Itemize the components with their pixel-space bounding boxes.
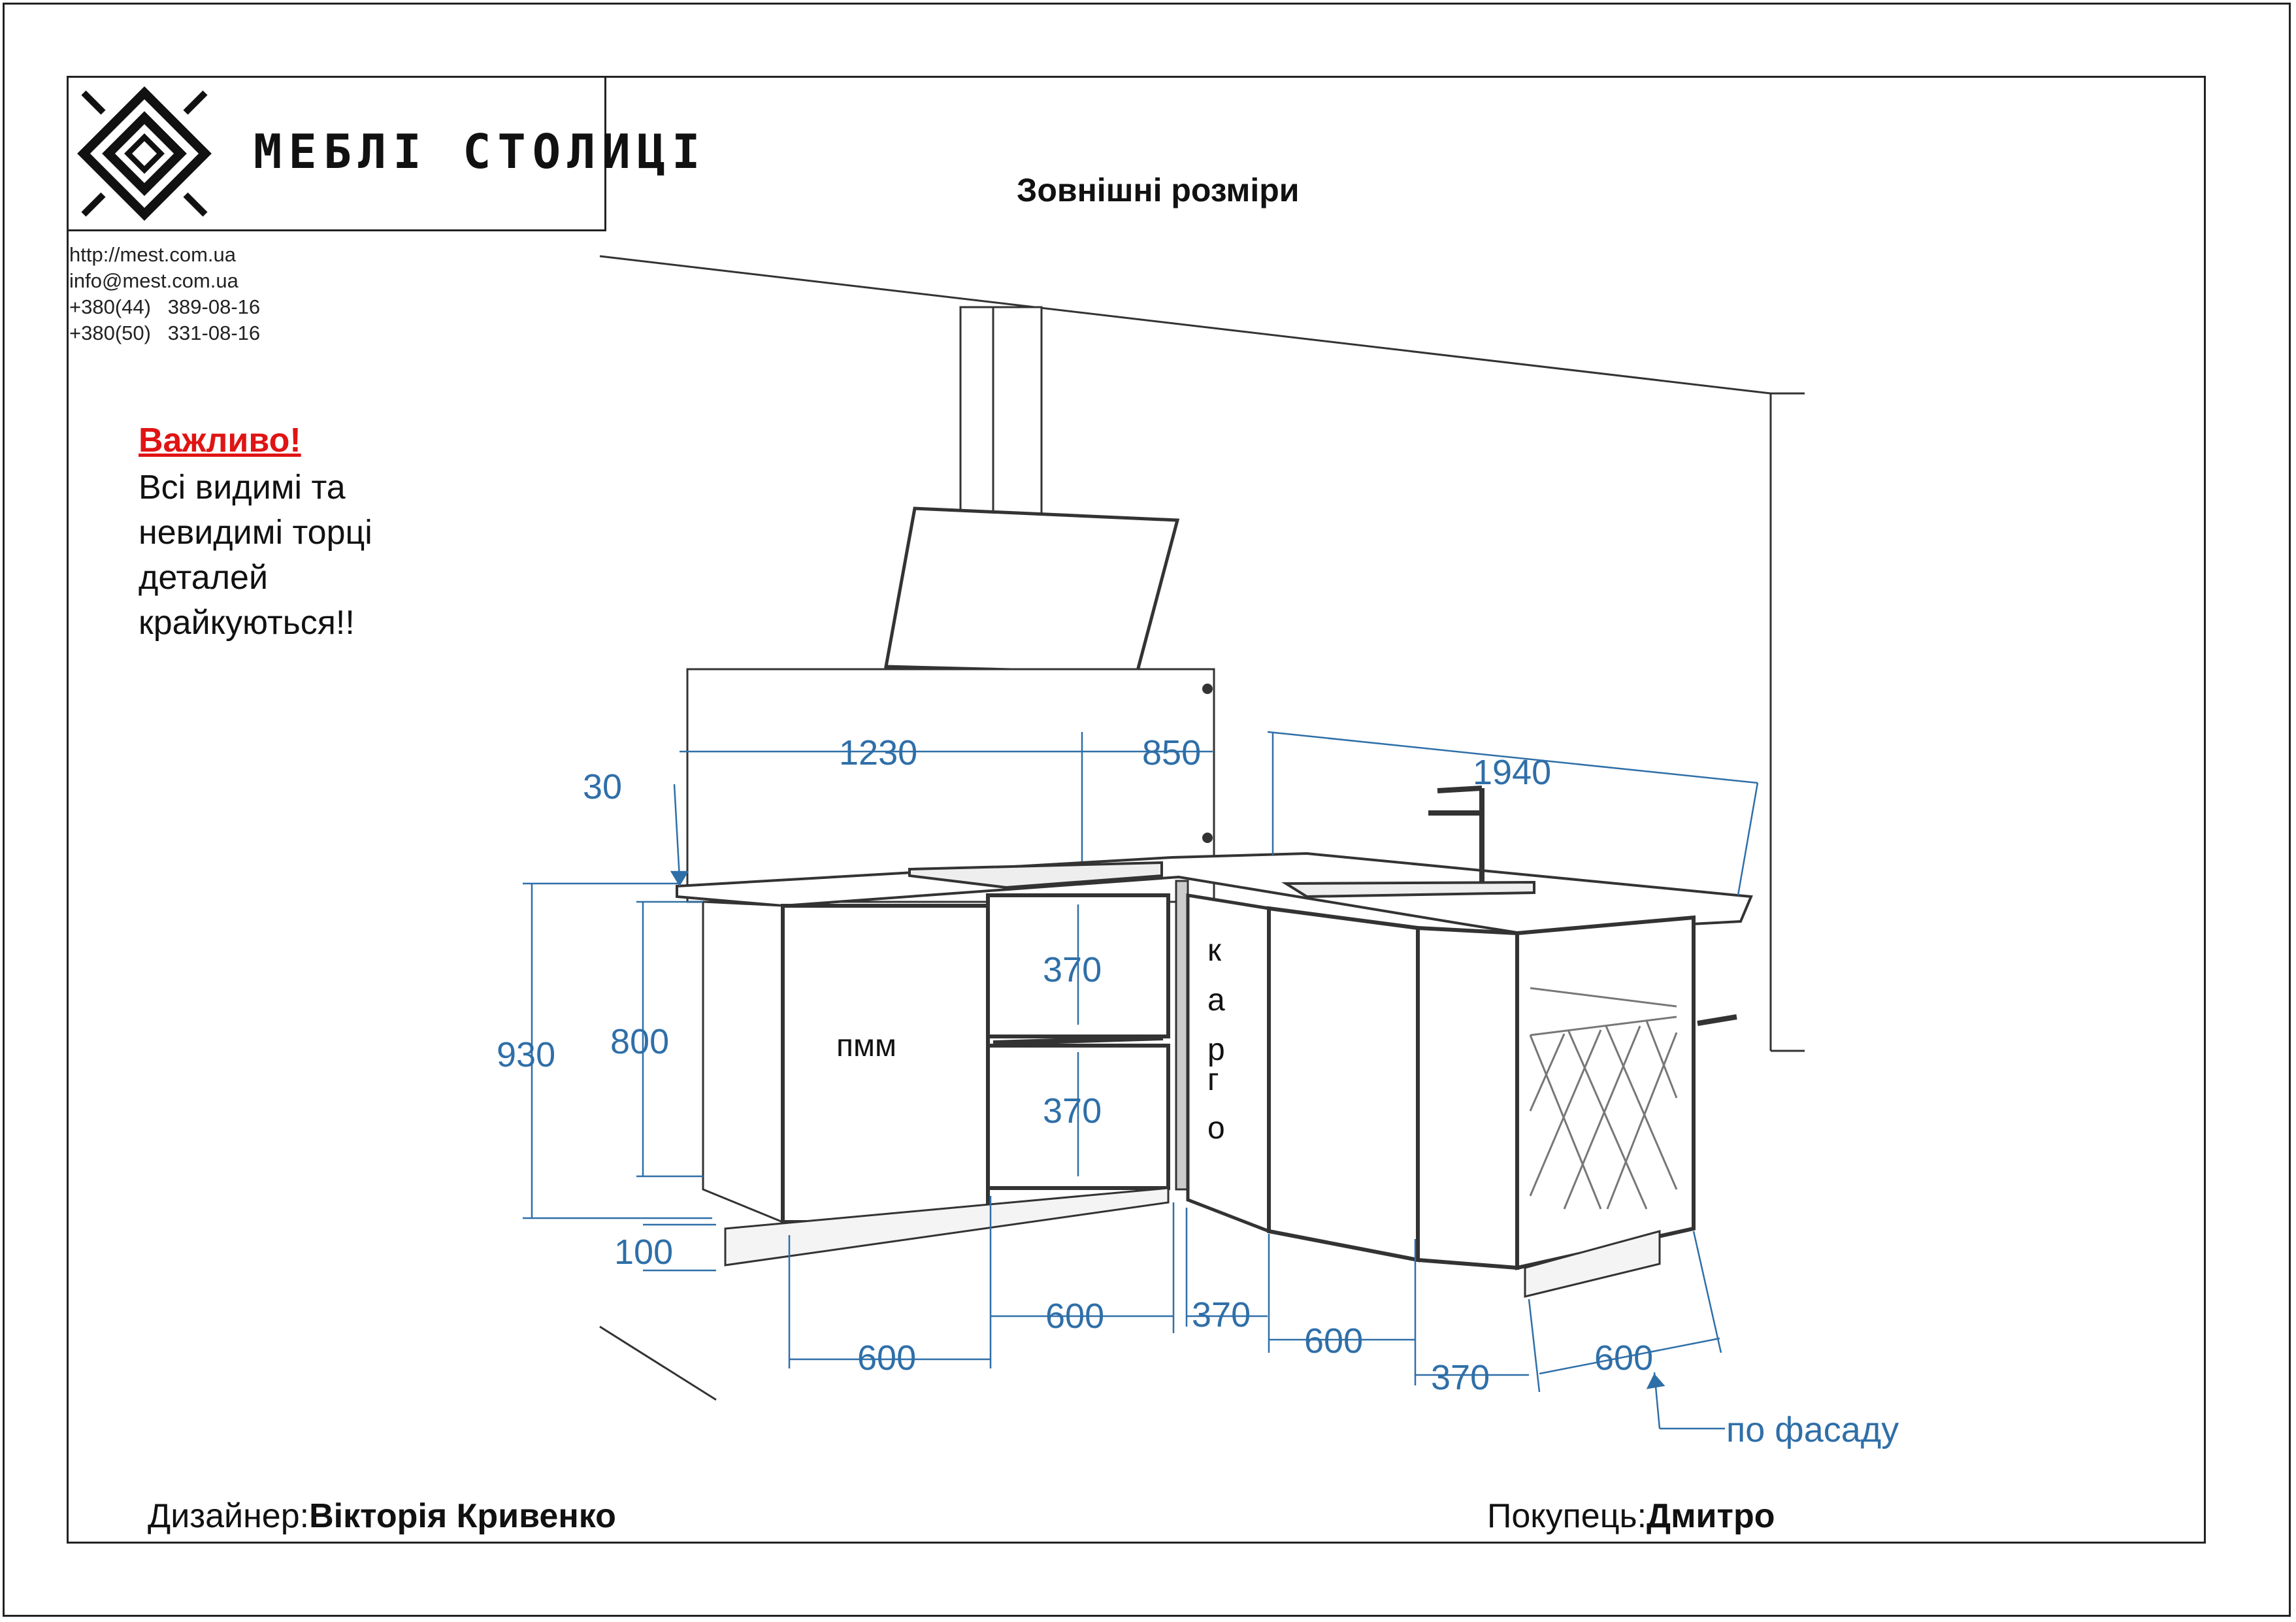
dim-30: 30	[583, 767, 622, 806]
label-pmm: пмм	[836, 1029, 896, 1063]
designer-name: Вікторія Кривенко	[309, 1497, 616, 1535]
label-cargo-1: к	[1207, 933, 1222, 968]
buyer-label: Покупець:	[1487, 1497, 1647, 1535]
dim-370-a: 370	[1192, 1295, 1251, 1334]
dim-drawer-bottom: 370	[1043, 1091, 1102, 1131]
title-block	[67, 76, 606, 231]
label-cargo-5: о	[1207, 1111, 1225, 1146]
dim-600-b: 600	[1045, 1297, 1104, 1336]
buyer-name: Дмитро	[1647, 1497, 1775, 1535]
right-cabinets	[1186, 893, 1696, 1298]
dim-600-d: 600	[1594, 1338, 1653, 1378]
dim-930: 930	[497, 1035, 555, 1074]
label-cargo-3: р	[1207, 1033, 1225, 1067]
contact-phone-2: +380(50) 331-08-16	[69, 322, 261, 344]
dim-600-a: 600	[857, 1338, 916, 1378]
contact-phone-1: +380(44) 389-08-16	[69, 295, 261, 318]
brand-name: МЕБЛІ СТОЛИЦІ	[254, 124, 707, 179]
contact-website[interactable]: http://mest.com.ua	[69, 243, 236, 266]
dimension-lines	[523, 731, 1759, 1430]
sheet-outer-frame	[3, 3, 2291, 1617]
dim-800: 800	[610, 1022, 669, 1061]
contact-email[interactable]: info@mest.com.ua	[69, 269, 238, 292]
contact-info: http://mest.com.ua info@mest.com.ua +380(4…	[69, 242, 260, 346]
sheet-inner-frame	[67, 76, 2206, 1544]
label-cargo-4: г	[1207, 1063, 1219, 1097]
page-title: Зовнішні розміри	[1017, 172, 1300, 208]
label-cargo-2: а	[1207, 983, 1225, 1018]
warning-text: Всі видимі та невидимі торці деталей кра…	[139, 469, 372, 642]
designer-credit: Дизайнер:Вікторія Кривенко	[148, 1497, 616, 1536]
warning-heading: Важливо!	[139, 422, 301, 459]
cabinet-labels: пмм к а р г о	[836, 933, 1225, 1146]
buyer-credit: Покупець:Дмитро	[1487, 1497, 1775, 1536]
dim-1230: 1230	[839, 733, 917, 772]
towel-rail	[1697, 1014, 1737, 1026]
sink-faucet	[1428, 786, 1484, 882]
left-cabinets	[702, 880, 1189, 1266]
wine-rack	[1529, 987, 1678, 1210]
dim-850: 850	[1142, 733, 1201, 772]
dim-370-b: 370	[1431, 1358, 1490, 1397]
dim-600-c: 600	[1304, 1321, 1363, 1361]
range-hood	[884, 506, 1180, 675]
dim-drawer-top: 370	[1043, 950, 1102, 989]
dim-1940: 1940	[1473, 753, 1551, 792]
facade-note: по фасаду	[1726, 1410, 1899, 1449]
designer-label: Дизайнер:	[148, 1497, 310, 1535]
dim-100: 100	[614, 1233, 673, 1272]
dimension-labels: 1230 850 1940 30 930 800 100 370 370 600…	[497, 733, 1899, 1449]
brand-logo-icon	[77, 86, 212, 221]
